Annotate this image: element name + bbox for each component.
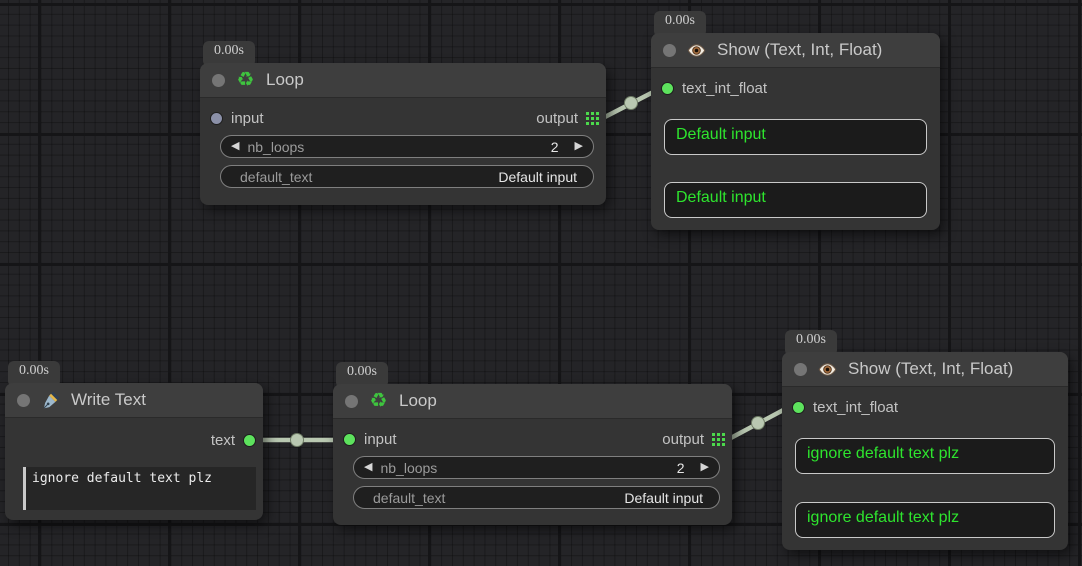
- collapse-dot-icon[interactable]: [663, 43, 676, 57]
- decrement-arrow-icon[interactable]: ◀: [364, 461, 373, 473]
- collapse-dot-icon[interactable]: [212, 73, 225, 87]
- input-slot-dot-icon[interactable]: [343, 433, 356, 446]
- output-slot-label: output: [662, 431, 704, 448]
- execution-time-badge: 0.00s: [654, 11, 706, 37]
- increment-arrow-icon[interactable]: ▶: [574, 140, 583, 152]
- link-midpoint-dot[interactable]: [290, 433, 304, 447]
- execution-time-badge: 0.00s: [785, 330, 837, 356]
- node-show-bottom[interactable]: 0.00s Show (Text, Int, Float) text_int_f…: [782, 330, 1068, 550]
- output-slot[interactable]: output: [662, 431, 725, 448]
- pen-icon: [40, 390, 61, 411]
- node-title: Loop: [266, 70, 304, 89]
- collapse-dot-icon[interactable]: [17, 393, 30, 407]
- node-header[interactable]: Write Text: [5, 383, 263, 418]
- execution-time-badge: 0.00s: [203, 41, 255, 67]
- widget-value: Default input: [624, 489, 703, 506]
- widget-value: Default input: [498, 168, 577, 185]
- nb-loops-widget[interactable]: ◀ nb_loops 2 ▶: [353, 456, 720, 479]
- recycle-icon: ♻: [236, 69, 255, 91]
- node-header[interactable]: ♻ Loop: [200, 63, 606, 98]
- node-header[interactable]: Show (Text, Int, Float): [651, 33, 940, 68]
- node-header[interactable]: ♻ Loop: [333, 384, 732, 419]
- display-text-box: Default input: [664, 119, 927, 155]
- input-slot[interactable]: text_int_float: [661, 80, 767, 97]
- output-slot-label: text: [210, 432, 235, 449]
- eye-icon: [817, 359, 838, 380]
- input-slot-label: input: [231, 110, 264, 127]
- collapse-dot-icon[interactable]: [794, 362, 807, 376]
- input-slot-label: text_int_float: [813, 399, 899, 416]
- node-loop-bottom[interactable]: 0.00s ♻ Loop input output ◀ nb_loops 2 ▶…: [333, 362, 732, 525]
- input-slot-dot-icon[interactable]: [661, 82, 674, 95]
- recycle-icon: ♻: [369, 390, 388, 412]
- node-loop-top[interactable]: 0.00s ♻ Loop input output ◀ nb_loops 2 ▶…: [200, 41, 606, 205]
- widget-value: 2: [550, 138, 559, 155]
- execution-time-badge: 0.00s: [336, 362, 388, 388]
- default-text-widget[interactable]: default_text Default input: [353, 486, 720, 509]
- output-slot-label: output: [536, 110, 578, 127]
- input-slot-label: input: [364, 431, 397, 448]
- widget-value: 2: [676, 459, 685, 476]
- input-slot-label: text_int_float: [682, 80, 768, 97]
- output-slot-dot-icon[interactable]: [243, 434, 256, 447]
- node-show-top[interactable]: 0.00s Show (Text, Int, Float) text_int_f…: [651, 11, 940, 230]
- link-midpoint-dot[interactable]: [751, 416, 765, 430]
- input-slot[interactable]: input: [343, 431, 397, 448]
- output-slot[interactable]: text: [211, 432, 256, 449]
- execution-time-badge: 0.00s: [8, 361, 60, 387]
- text-input-area[interactable]: ignore default text plz: [23, 467, 256, 510]
- widget-label: default_text: [373, 489, 446, 506]
- widget-label: default_text: [240, 168, 313, 185]
- grid-output-icon[interactable]: [712, 433, 725, 446]
- display-text-box: ignore default text plz: [795, 502, 1055, 538]
- default-text-widget[interactable]: default_text Default input: [220, 165, 594, 188]
- widget-label: nb_loops: [380, 459, 438, 476]
- node-header[interactable]: Show (Text, Int, Float): [782, 352, 1068, 387]
- decrement-arrow-icon[interactable]: ◀: [231, 140, 240, 152]
- node-title: Show (Text, Int, Float): [848, 359, 1014, 378]
- widget-label: nb_loops: [247, 138, 305, 155]
- node-write-text[interactable]: 0.00s Write Text text ignore default tex…: [5, 361, 263, 520]
- node-title: Show (Text, Int, Float): [717, 40, 883, 59]
- link-midpoint-dot[interactable]: [624, 96, 638, 110]
- node-title: Write Text: [71, 390, 146, 409]
- nb-loops-widget[interactable]: ◀ nb_loops 2 ▶: [220, 135, 594, 158]
- increment-arrow-icon[interactable]: ▶: [700, 461, 709, 473]
- grid-output-icon[interactable]: [586, 112, 599, 125]
- display-text-box: ignore default text plz: [795, 438, 1055, 474]
- input-slot-dot-icon[interactable]: [792, 401, 805, 414]
- input-slot[interactable]: input: [210, 110, 264, 127]
- input-slot-dot-icon[interactable]: [210, 112, 223, 125]
- eye-icon: [686, 40, 707, 61]
- input-slot[interactable]: text_int_float: [792, 399, 898, 416]
- node-title: Loop: [399, 391, 437, 410]
- display-text-box: Default input: [664, 182, 927, 218]
- output-slot[interactable]: output: [536, 110, 599, 127]
- collapse-dot-icon[interactable]: [345, 394, 358, 408]
